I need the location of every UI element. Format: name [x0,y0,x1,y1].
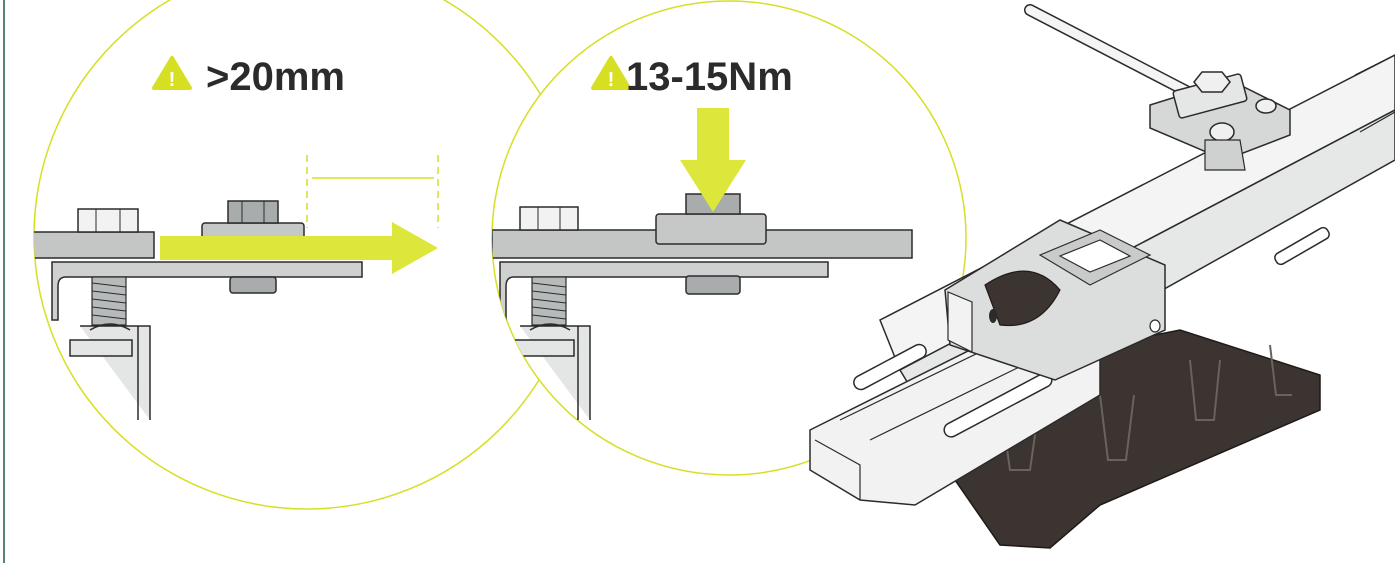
clamp-bracket [69,325,151,420]
arrow-down-icon [680,108,746,212]
threaded-rod [531,276,567,326]
detail-circle-clearance: ! >20mm [33,0,581,510]
threaded-rod [91,276,127,326]
clamp-bolt-head [227,200,279,224]
torque-label: 13-15Nm [626,55,793,99]
dimension-indicator [306,155,439,228]
sliding-clamp [655,213,767,245]
clamp-nut [685,275,741,295]
rail-plate [34,231,155,259]
detail-circle-torque: ! 13-15Nm [491,0,967,476]
torque-callout: ! 13-15Nm [591,55,793,99]
clamp-nut [229,276,277,294]
isometric-rail-assembly [809,4,1395,549]
slotted-plate [499,261,829,321]
clearance-assembly [34,155,439,420]
rail-slot [1274,226,1330,266]
clearance-label: >20mm [206,55,345,99]
rail-bolt-head [77,208,139,233]
grounding-clip [1149,71,1291,171]
slotted-plate [51,261,363,321]
hex-bolt-icon [1193,71,1231,93]
warning-mark: ! [169,69,176,91]
rail-bolt-head [519,206,579,231]
warning-triangle-icon [591,56,631,90]
warning-triangle-icon [152,56,192,90]
clamp-insert [984,270,1061,327]
warning-mark: ! [608,69,615,91]
arrow-right-icon [160,222,438,274]
clearance-callout: ! >20mm [152,55,345,99]
channel-slot [853,343,927,391]
